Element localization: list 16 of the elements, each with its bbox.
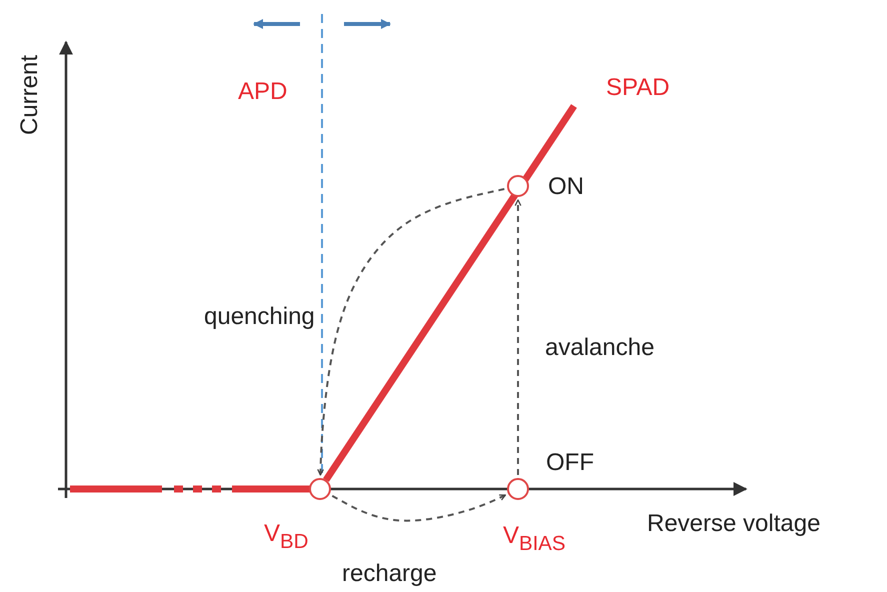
edge-label: recharge	[342, 562, 437, 586]
point-marker	[309, 478, 331, 500]
point-label: V$_{BIAS}$	[503, 524, 566, 555]
point-label: ON	[548, 175, 584, 199]
point-marker	[507, 478, 529, 500]
axis-title: Reverse voltage	[647, 512, 820, 536]
edge-label: quenching	[204, 305, 315, 329]
arrow	[514, 199, 522, 475]
point-label: OFF	[546, 451, 594, 475]
axis-title: Current	[18, 54, 42, 136]
arrow	[332, 494, 506, 522]
arrow	[317, 188, 505, 476]
curve-label: APD	[238, 80, 288, 104]
point-label: V$_{BD}$	[264, 522, 308, 553]
point-marker	[507, 175, 529, 197]
curve-label: SPAD	[606, 76, 670, 100]
